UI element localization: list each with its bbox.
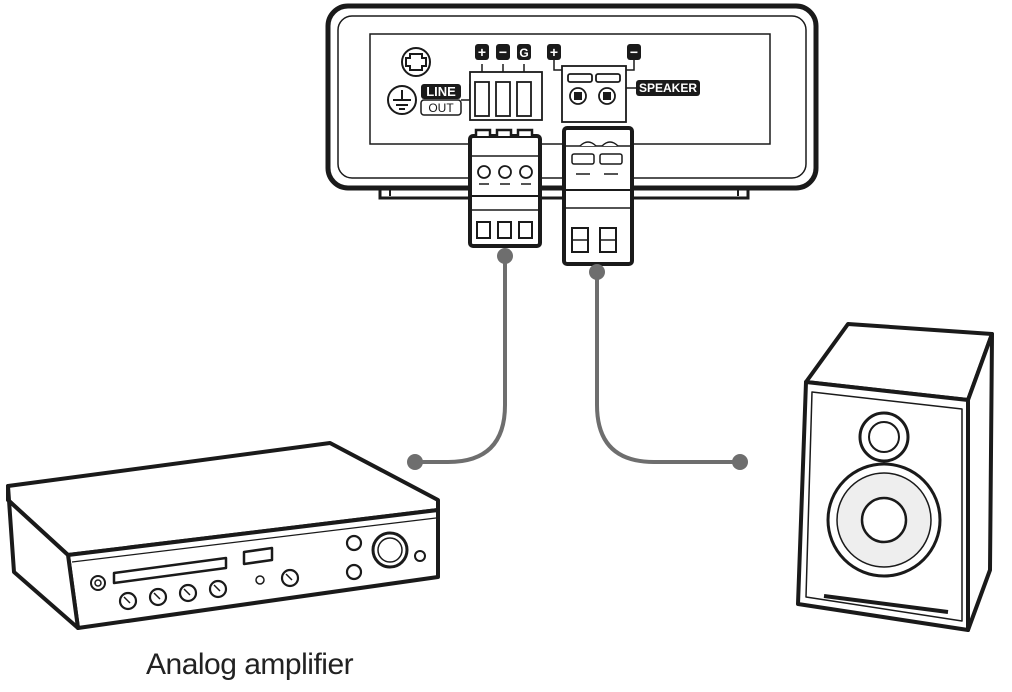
cable-end-speaker-top	[589, 264, 605, 280]
out-label: OUT	[428, 101, 454, 115]
cable-to-amplifier	[413, 254, 507, 464]
line-out-label: LINE OUT	[420, 84, 471, 116]
pin-plus-label: +	[478, 44, 486, 60]
analog-amplifier	[6, 441, 440, 630]
speaker-minus-label: −	[630, 44, 638, 60]
amplifier-caption: Analog amplifier	[146, 648, 354, 681]
line-out-plug[interactable]	[468, 128, 542, 248]
line-label: LINE	[426, 84, 456, 99]
ground-symbol-icon	[387, 85, 417, 115]
speaker-pin-badges: + −	[547, 44, 641, 71]
mounting-hole-icon	[401, 47, 431, 77]
cable-end-amplifier	[407, 454, 423, 470]
cable-to-speaker	[595, 270, 742, 464]
pin-ground-label: G	[519, 46, 528, 60]
speaker-plug[interactable]	[562, 126, 634, 266]
speaker-plus-label: +	[550, 44, 558, 60]
cable-end-speaker	[732, 454, 748, 470]
cable-end-amplifier-top	[497, 248, 513, 264]
speaker-cabinet	[796, 322, 994, 632]
speaker-label-badge: SPEAKER	[626, 80, 700, 96]
speaker-socket	[561, 65, 627, 123]
pin-minus-label: −	[499, 44, 507, 60]
speaker-label: SPEAKER	[639, 81, 697, 95]
line-pin-badges: + − G	[475, 44, 531, 72]
line-out-socket	[469, 71, 543, 121]
